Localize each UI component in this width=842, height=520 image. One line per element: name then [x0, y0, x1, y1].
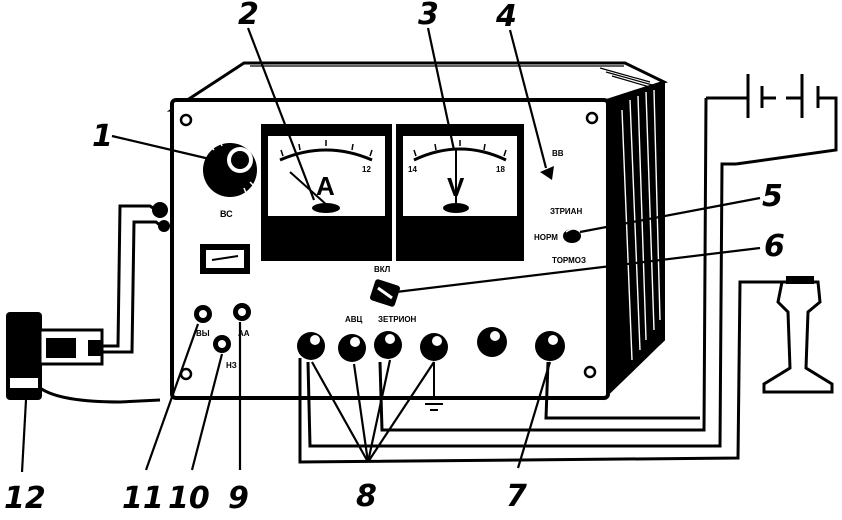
- ground-symbol: [420, 362, 448, 411]
- control-knob[interactable]: [203, 140, 257, 197]
- indicator-window: [200, 244, 250, 274]
- callout-7: 7: [506, 479, 527, 514]
- mode-switch[interactable]: [563, 228, 581, 243]
- terminals-right-label: ЗЕТРИОН: [378, 315, 417, 324]
- callout-1: 1: [92, 119, 113, 154]
- callout-12: 12: [4, 481, 46, 516]
- callout-3: 3: [418, 0, 439, 32]
- terminal-b[interactable]: [338, 334, 366, 362]
- callout-5: 5: [762, 179, 783, 214]
- ammeter-symbol: A: [316, 171, 335, 201]
- terminal-c[interactable]: [374, 331, 402, 359]
- callout-6: 6: [764, 229, 785, 264]
- callout-4: 4: [495, 0, 517, 34]
- jack-11[interactable]: [194, 305, 212, 323]
- jack-10[interactable]: [213, 335, 231, 353]
- terminals-left-label: АВЦ: [345, 315, 363, 324]
- terminal-d[interactable]: [420, 333, 448, 361]
- callout-9: 9: [228, 481, 249, 516]
- side-clamp: [152, 202, 170, 232]
- switch-mid-label: НОРМ: [534, 233, 558, 242]
- handset: [6, 312, 104, 400]
- callout-10: 10: [168, 481, 210, 516]
- terminal-e[interactable]: [477, 327, 507, 357]
- switch-bottom-label: ТОРМОЗ: [552, 256, 586, 265]
- jack-9[interactable]: [233, 303, 251, 321]
- voltmeter-scale-start: 14: [408, 165, 417, 174]
- lamp-label: ВВ: [552, 149, 564, 158]
- terminal-7[interactable]: [535, 331, 565, 361]
- rail: [762, 276, 834, 394]
- power-toggle[interactable]: [369, 279, 401, 308]
- terminal-a[interactable]: [297, 332, 325, 360]
- voltmeter-scale-end: 18: [496, 165, 505, 174]
- callout-8: 8: [356, 479, 377, 514]
- toggle-label: ВКЛ: [374, 265, 391, 274]
- pilot-lamp: [540, 166, 554, 180]
- callout-2: 2: [238, 0, 259, 32]
- voltmeter-symbol: V: [447, 172, 465, 202]
- battery: [706, 74, 838, 166]
- jack-10-label: НЗ: [226, 361, 237, 370]
- ammeter: [261, 124, 392, 261]
- knob-label: ВС: [220, 209, 233, 219]
- callout-11: 11: [122, 481, 164, 516]
- switch-top-label: ЗТРИАН: [550, 207, 582, 216]
- ammeter-scale-end: 12: [362, 165, 371, 174]
- jack-11-label: ВЫ: [196, 329, 210, 338]
- leader-lines: [20, 27, 761, 473]
- jack-9-label: АА: [238, 329, 250, 338]
- voltmeter: [396, 124, 524, 261]
